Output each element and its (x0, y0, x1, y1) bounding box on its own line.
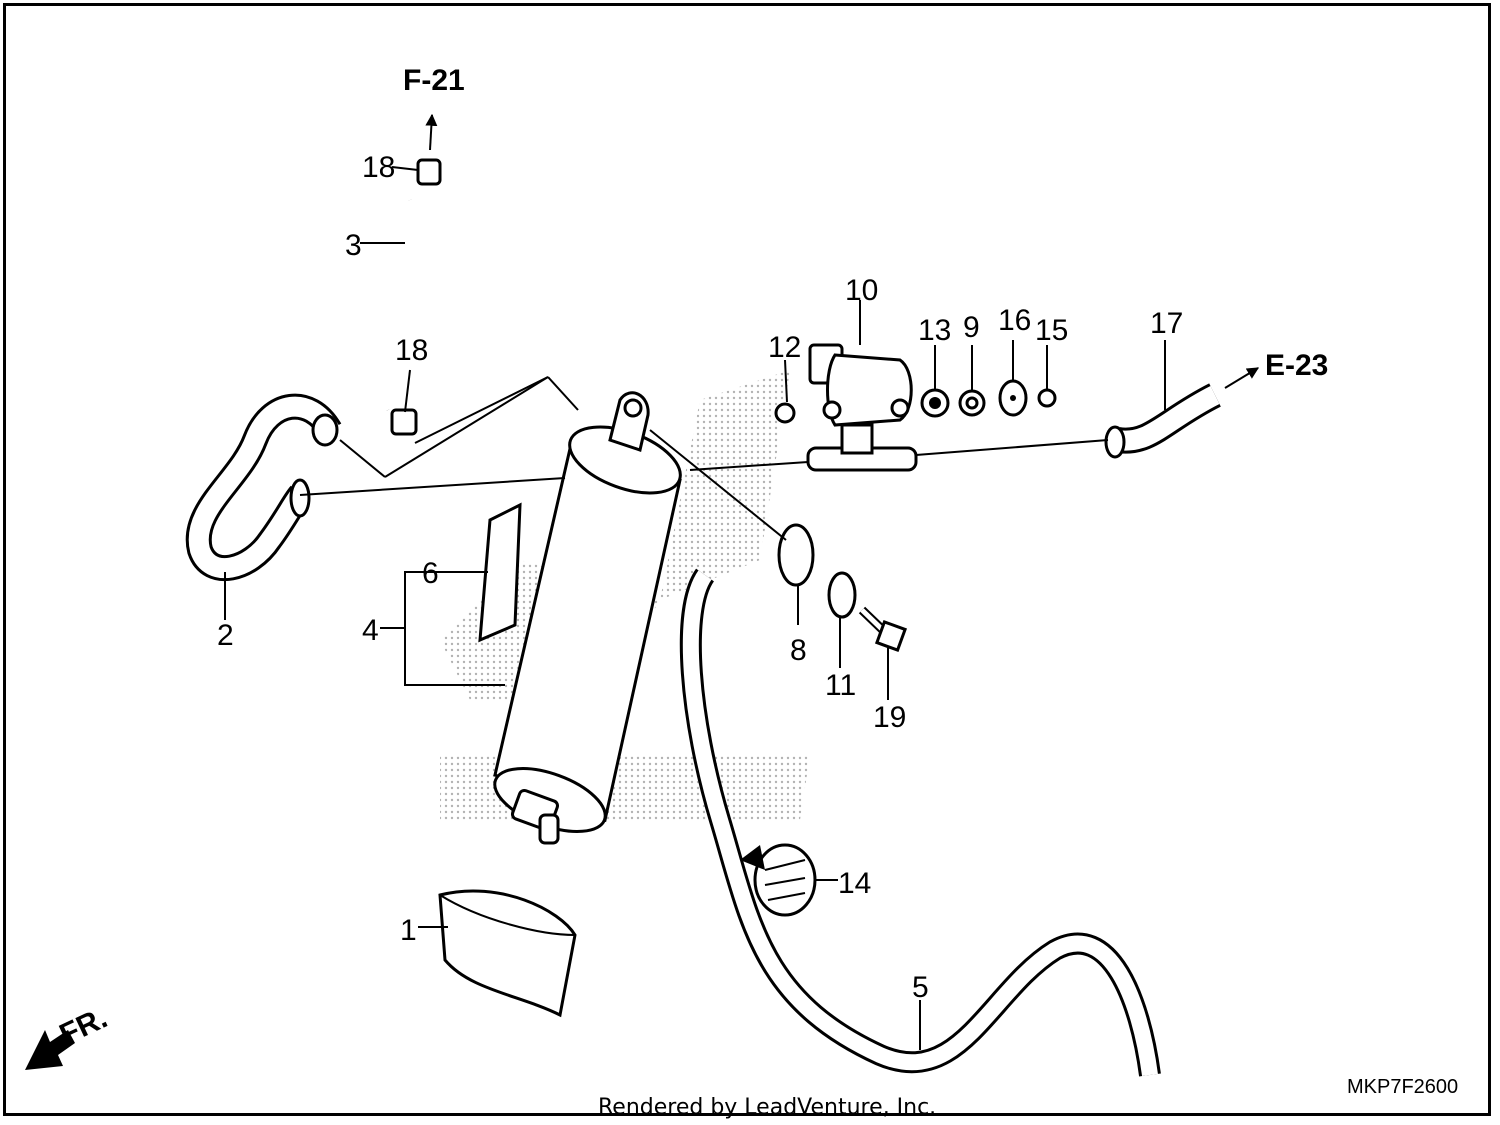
label-6 (478, 502, 522, 643)
label-6: 6 (422, 557, 439, 590)
label-12: 12 (768, 331, 801, 364)
label-18-lower: 18 (395, 334, 428, 367)
label-10: 10 (845, 274, 878, 307)
label-3: 3 (345, 229, 362, 262)
band-1 (438, 889, 577, 1018)
label-8: 8 (790, 634, 807, 667)
label-4: 4 (362, 614, 379, 647)
label-1: 1 (400, 914, 417, 947)
front-arrow-icon (25, 1030, 75, 1070)
diagram-border (3, 3, 1491, 1116)
diagram-code: MKP7F2600 (1347, 1076, 1458, 1098)
label-17: 17 (1150, 307, 1183, 340)
label-16: 16 (998, 304, 1031, 337)
tube-2 (185, 393, 342, 581)
tube-5 (679, 568, 1161, 1077)
label-9: 9 (963, 311, 980, 344)
bolt-19 (858, 606, 908, 653)
clip-18-lower (390, 408, 418, 436)
tube-17 (1104, 383, 1221, 459)
clip-18-upper (416, 158, 442, 186)
credit-text: Rendered by LeadVenture, Inc. (598, 1095, 936, 1120)
washer-16-hole (1010, 395, 1016, 401)
collar-11 (827, 571, 857, 619)
clamp-14 (740, 843, 817, 917)
label-11: 11 (825, 669, 856, 702)
solenoid-valve-10 (806, 343, 918, 472)
grommet-13-hole (929, 397, 941, 409)
part-labels: 1 2 3 4 5 6 8 9 10 11 12 13 14 15 16 17 … (217, 151, 1183, 1004)
tube-3 (317, 199, 419, 415)
leader-lines (224, 166, 1166, 1050)
label-19: 19 (873, 701, 906, 734)
label-15: 15 (1035, 314, 1068, 347)
label-2: 2 (217, 619, 234, 652)
label-13: 13 (918, 314, 951, 347)
connection-lines (299, 113, 1260, 541)
nut-15 (1037, 388, 1057, 408)
ref-f21[interactable]: F-21 (403, 64, 465, 97)
nut-12 (774, 402, 796, 424)
label-14: 14 (838, 867, 871, 900)
collar-9-hole (965, 396, 979, 410)
ref-e23[interactable]: E-23 (1265, 349, 1328, 382)
canister-4 (493, 391, 682, 845)
label-5: 5 (912, 971, 929, 1004)
grommet-8 (777, 523, 815, 587)
label-18-upper: 18 (362, 151, 395, 184)
